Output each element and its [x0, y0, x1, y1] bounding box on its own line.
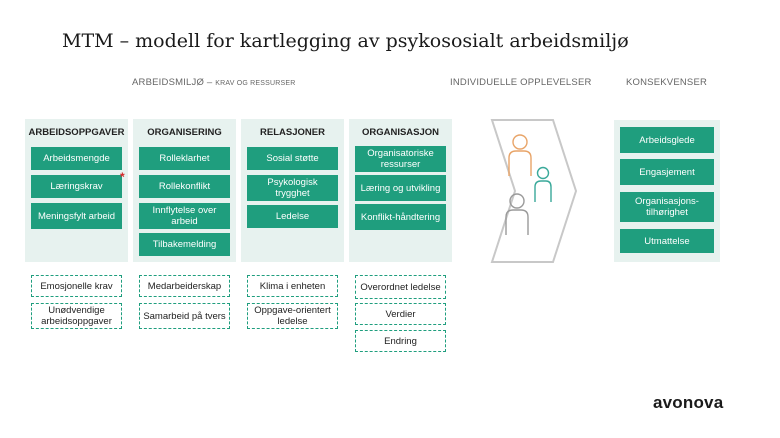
asterisk-mark: * [120, 170, 125, 184]
tile-innflytelse-over-arbeid: Innflytelse over arbeid [139, 203, 230, 229]
tile-rolleklarhet: Rolleklarhet [139, 147, 230, 170]
person-icon-teal [534, 166, 552, 202]
column-header: ORGANISERING [147, 127, 222, 138]
individual-experiences-arrow [490, 119, 578, 263]
page-title: MTM – modell for kartlegging av psykosos… [62, 30, 629, 52]
column-relasjoner: RELASJONER Sosial støtte Psykologisk try… [241, 119, 344, 262]
tile-tilbakemelding: Tilbakemelding [139, 233, 230, 256]
avonova-logo: avonova [653, 393, 724, 412]
tile-meningsfylt-arbeid: Meningsfylt arbeid [31, 203, 122, 229]
section-label-individual: Individuelle opplevelser [450, 77, 592, 88]
tile-organisatoriske-ressurser: Organisatoriske ressurser [355, 146, 446, 172]
column-organisasjon: ORGANISASJON Organisatoriske ressurser L… [349, 119, 452, 262]
dashed-klima-i-enheten: Klima i enheten [247, 275, 338, 297]
tile-sosial-stotte: Sosial støtte [247, 147, 338, 170]
chevron-arrow-shape [490, 119, 578, 263]
section-label-environment-sub: krav og ressurser [215, 80, 296, 87]
dashed-endring: Endring [355, 330, 446, 352]
tile-konflikthandtering: Konflikt-håndtering [355, 204, 446, 230]
consequences-panel: Arbeidsglede Engasjement Organisasjons-t… [614, 120, 720, 262]
tile-psykologisk-trygghet: Psykologisk trygghet [247, 175, 338, 201]
dashed-overordnet-ledelse: Overordnet ledelse [355, 275, 446, 299]
tile-laering-og-utvikling: Læring og utvikling [355, 175, 446, 201]
column-header: RELASJONER [260, 127, 325, 138]
tile-laeringskrav: Læringskrav [31, 175, 122, 198]
dashed-emosjonelle-krav: Emosjonelle krav [31, 275, 122, 297]
tile-engasjement: Engasjement [620, 159, 714, 185]
tile-organisasjonstilhorighet: Organisasjons-tilhørighet [620, 192, 714, 222]
tile-arbeidsmengde: Arbeidsmengde [31, 147, 122, 170]
tile-arbeidsglede: Arbeidsglede [620, 127, 714, 153]
section-label-environment: Arbeidsmiljø – krav og ressurser [132, 77, 296, 88]
tile-utmattelse: Utmattelse [620, 229, 714, 253]
dashed-verdier: Verdier [355, 303, 446, 325]
person-icon-gray [505, 193, 529, 235]
dashed-samarbeid-pa-tvers: Samarbeid på tvers [139, 303, 230, 329]
dashed-unodvendige-arbeidsoppgaver: Unødvendige arbeidsoppgaver [31, 303, 122, 329]
dashed-oppgaveorientert-ledelse: Oppgave-orientert ledelse [247, 303, 338, 329]
tile-rollekonflikt: Rollekonflikt [139, 175, 230, 198]
column-header: ARBEIDSOPPGAVER [28, 127, 125, 138]
dashed-medarbeiderskap: Medarbeiderskap [139, 275, 230, 297]
person-icon-orange [508, 134, 532, 176]
section-label-consequences: Konsekvenser [626, 77, 708, 88]
section-label-environment-main: Arbeidsmiljø – [132, 77, 213, 88]
tile-ledelse: Ledelse [247, 205, 338, 228]
column-organisering: ORGANISERING Rolleklarhet Rollekonflikt … [133, 119, 236, 262]
column-arbeidsoppgaver: ARBEIDSOPPGAVER Arbeidsmengde Læringskra… [25, 119, 128, 262]
column-header: ORGANISASJON [361, 127, 440, 138]
